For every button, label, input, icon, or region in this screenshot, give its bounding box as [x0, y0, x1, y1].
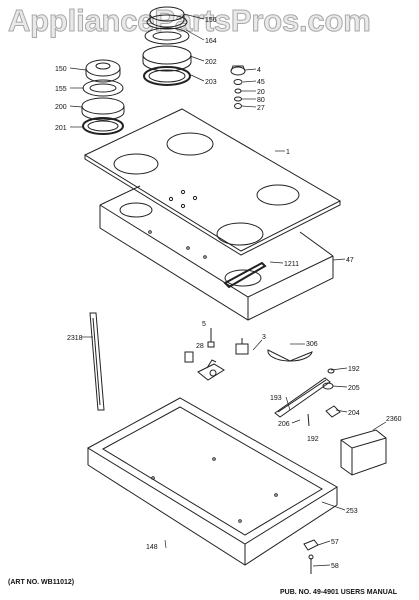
right-burner-stack: [142, 6, 192, 86]
callout-47: 47: [346, 257, 354, 264]
callout-2360: 2360: [386, 416, 402, 423]
callout-253: 253: [346, 508, 358, 515]
valve-assembly: [184, 328, 249, 381]
callout-155: 155: [55, 86, 67, 93]
burner-box: [99, 185, 334, 321]
callout-192-lower: 192: [307, 436, 319, 443]
callout-206: 206: [278, 421, 290, 428]
cooktop-glass: [83, 108, 342, 256]
art-number: (ART NO. WB11012): [8, 579, 75, 586]
callout-2318: 2318: [67, 335, 83, 342]
callout-45: 45: [257, 79, 265, 86]
callout-80: 80: [257, 97, 265, 104]
callout-203: 203: [205, 79, 217, 86]
callout-5: 5: [202, 321, 206, 328]
callout-148: 148: [146, 544, 158, 551]
callout-57: 57: [331, 539, 339, 546]
bottom-pan: [86, 397, 338, 566]
small-parts-column: [230, 65, 246, 109]
leader-lines: [69, 13, 387, 567]
junction-box: [340, 429, 387, 476]
callout-28: 28: [196, 343, 204, 350]
callout-200: 200: [55, 104, 67, 111]
callout-204: 204: [348, 410, 360, 417]
callout-164: 164: [205, 38, 217, 45]
callout-3: 3: [262, 334, 266, 341]
callout-150: 150: [55, 66, 67, 73]
callout-4: 4: [257, 67, 261, 74]
callout-27: 27: [257, 105, 265, 112]
trim-strip: [89, 312, 105, 411]
callout-202: 202: [205, 59, 217, 66]
callout-201: 201: [55, 125, 67, 132]
callout-58: 58: [331, 563, 339, 570]
callout-1: 1: [286, 149, 290, 156]
callout-192-upper: 192: [348, 366, 360, 373]
callout-156: 156: [205, 17, 217, 24]
callout-306: 306: [306, 341, 318, 348]
callout-205: 205: [348, 385, 360, 392]
watermark: AppliancePartsPros.com: [8, 3, 372, 39]
publication-number: PUB. NO. 49-4901 USERS MANUAL: [280, 589, 398, 596]
bracket-parts: [267, 349, 341, 427]
callout-20: 20: [257, 89, 265, 96]
callout-labels: 156 164 202 203 4 45 20 80 27 150 155 20…: [55, 17, 402, 570]
left-burner-stack: [81, 59, 125, 135]
bottom-screws: [303, 539, 319, 574]
callout-193: 193: [270, 395, 282, 402]
callout-1211: 1211: [284, 261, 299, 268]
